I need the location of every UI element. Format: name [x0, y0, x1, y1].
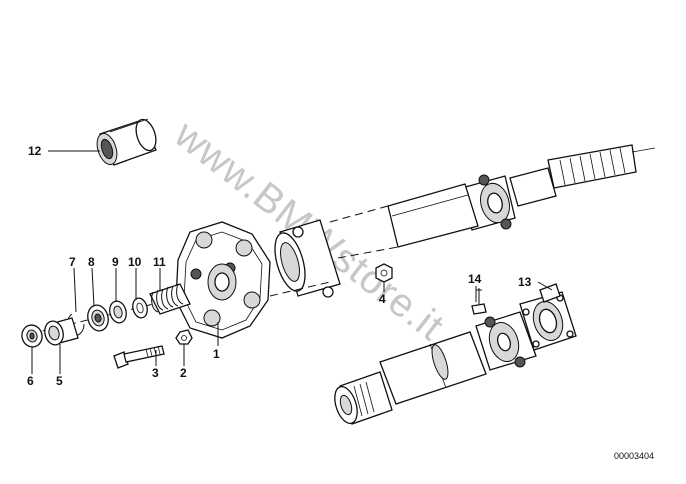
callout-4: 4: [379, 292, 386, 306]
callout-6: 6: [27, 374, 34, 388]
callout-11: 11: [153, 255, 166, 269]
flex-coupling-part: [175, 221, 271, 339]
grease-ring-part: [21, 324, 43, 348]
callout-2: 2: [180, 366, 187, 380]
spring-part: [149, 283, 191, 315]
leader-7: [73, 267, 77, 313]
drawing-code: 00003404: [614, 451, 654, 461]
callout-10: 10: [128, 255, 142, 269]
callout-14: 14: [468, 272, 482, 286]
centering-bearing-part: [87, 304, 109, 332]
washer-part: [132, 297, 148, 319]
callout-3: 3: [152, 366, 159, 380]
nut-part: [375, 263, 393, 283]
callout-12: 12: [28, 144, 42, 158]
callout-1: 1: [213, 347, 220, 361]
self-locking-nut-part: [175, 329, 193, 345]
callout-9: 9: [112, 255, 119, 269]
sealing-cap-part: [44, 317, 79, 346]
callout-13: 13: [518, 275, 532, 289]
lower-driveshaft-part: [334, 283, 577, 425]
leader-13: [537, 281, 553, 291]
upper-driveshaft-part: [274, 144, 656, 298]
leader-8: [91, 267, 95, 307]
bearing-ring-part: [96, 118, 157, 166]
callout-5: 5: [56, 374, 63, 388]
flange-bolt-part: [471, 288, 487, 315]
spacer-ring-part: [109, 300, 127, 324]
callout-7: 7: [69, 255, 76, 269]
callout-8: 8: [88, 255, 95, 269]
